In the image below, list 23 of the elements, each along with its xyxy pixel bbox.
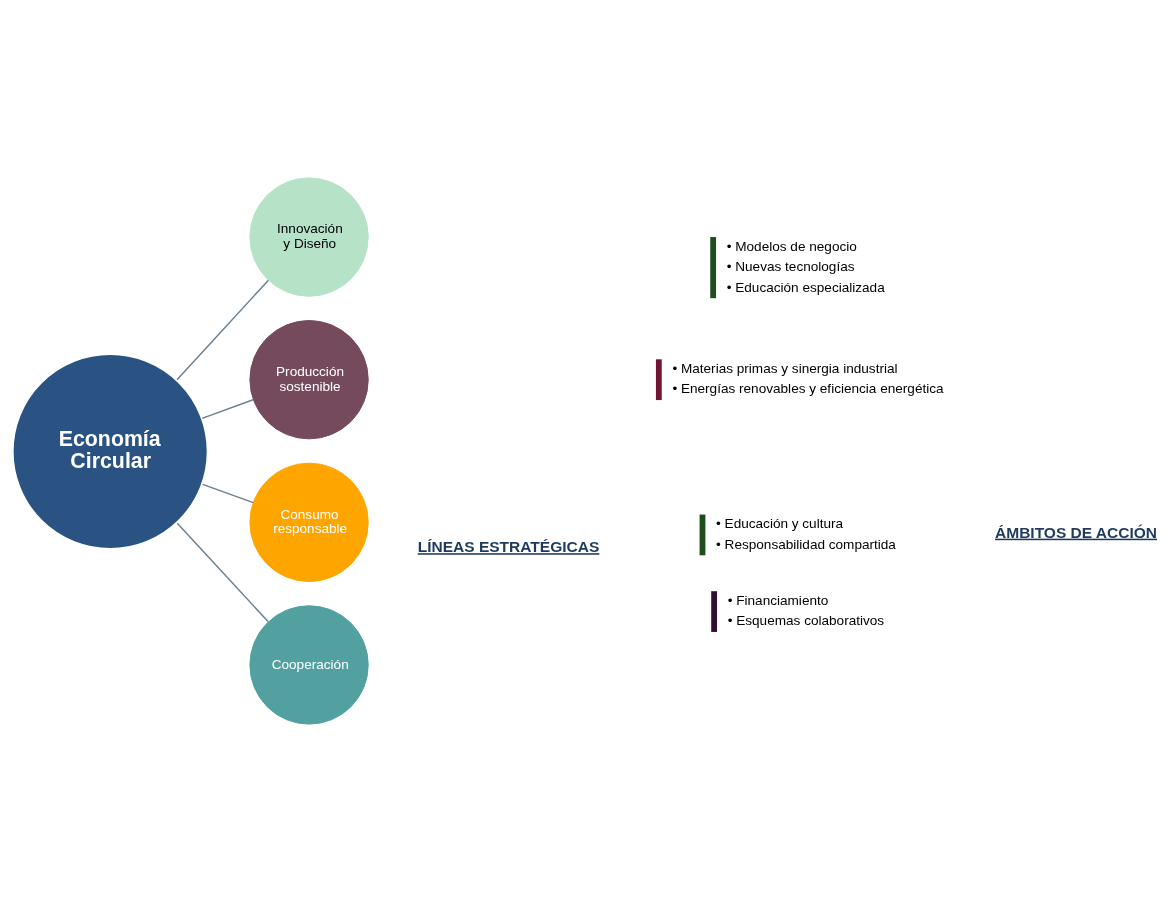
node-label: • Nuevas tecnologías xyxy=(726,258,855,274)
node-circle: Cooperación xyxy=(249,604,369,725)
node-label: • Materias primas y sinergia industrial xyxy=(672,360,898,376)
connector xyxy=(201,483,254,503)
node-label: • Educación y cultura xyxy=(716,515,844,531)
node-circle: Consumo responsable xyxy=(249,462,369,582)
connector xyxy=(176,279,270,381)
node-label: • Financiamiento xyxy=(727,592,829,608)
node-circle: Innovación y Diseño xyxy=(249,176,369,297)
node-box xyxy=(655,358,662,400)
node-box xyxy=(711,590,718,632)
label: LÍNEAS ESTRATÉGICAS xyxy=(417,537,600,555)
node-label: • Educación especializada xyxy=(726,279,885,295)
node-box xyxy=(699,514,706,555)
connector xyxy=(176,521,269,622)
node-box xyxy=(710,236,717,298)
connector xyxy=(201,398,254,419)
label: ÁMBITOS DE ACCIÓN xyxy=(995,523,1158,541)
node-label: • Energías renovables y eficiencia energética xyxy=(672,380,944,396)
node-label: • Responsabilidad compartida xyxy=(716,536,896,552)
node-label: • Esquemas colaborativos xyxy=(727,612,885,628)
node-circle: Producción sostenible xyxy=(249,319,369,439)
node-label: • Modelos de negocio xyxy=(726,238,857,254)
